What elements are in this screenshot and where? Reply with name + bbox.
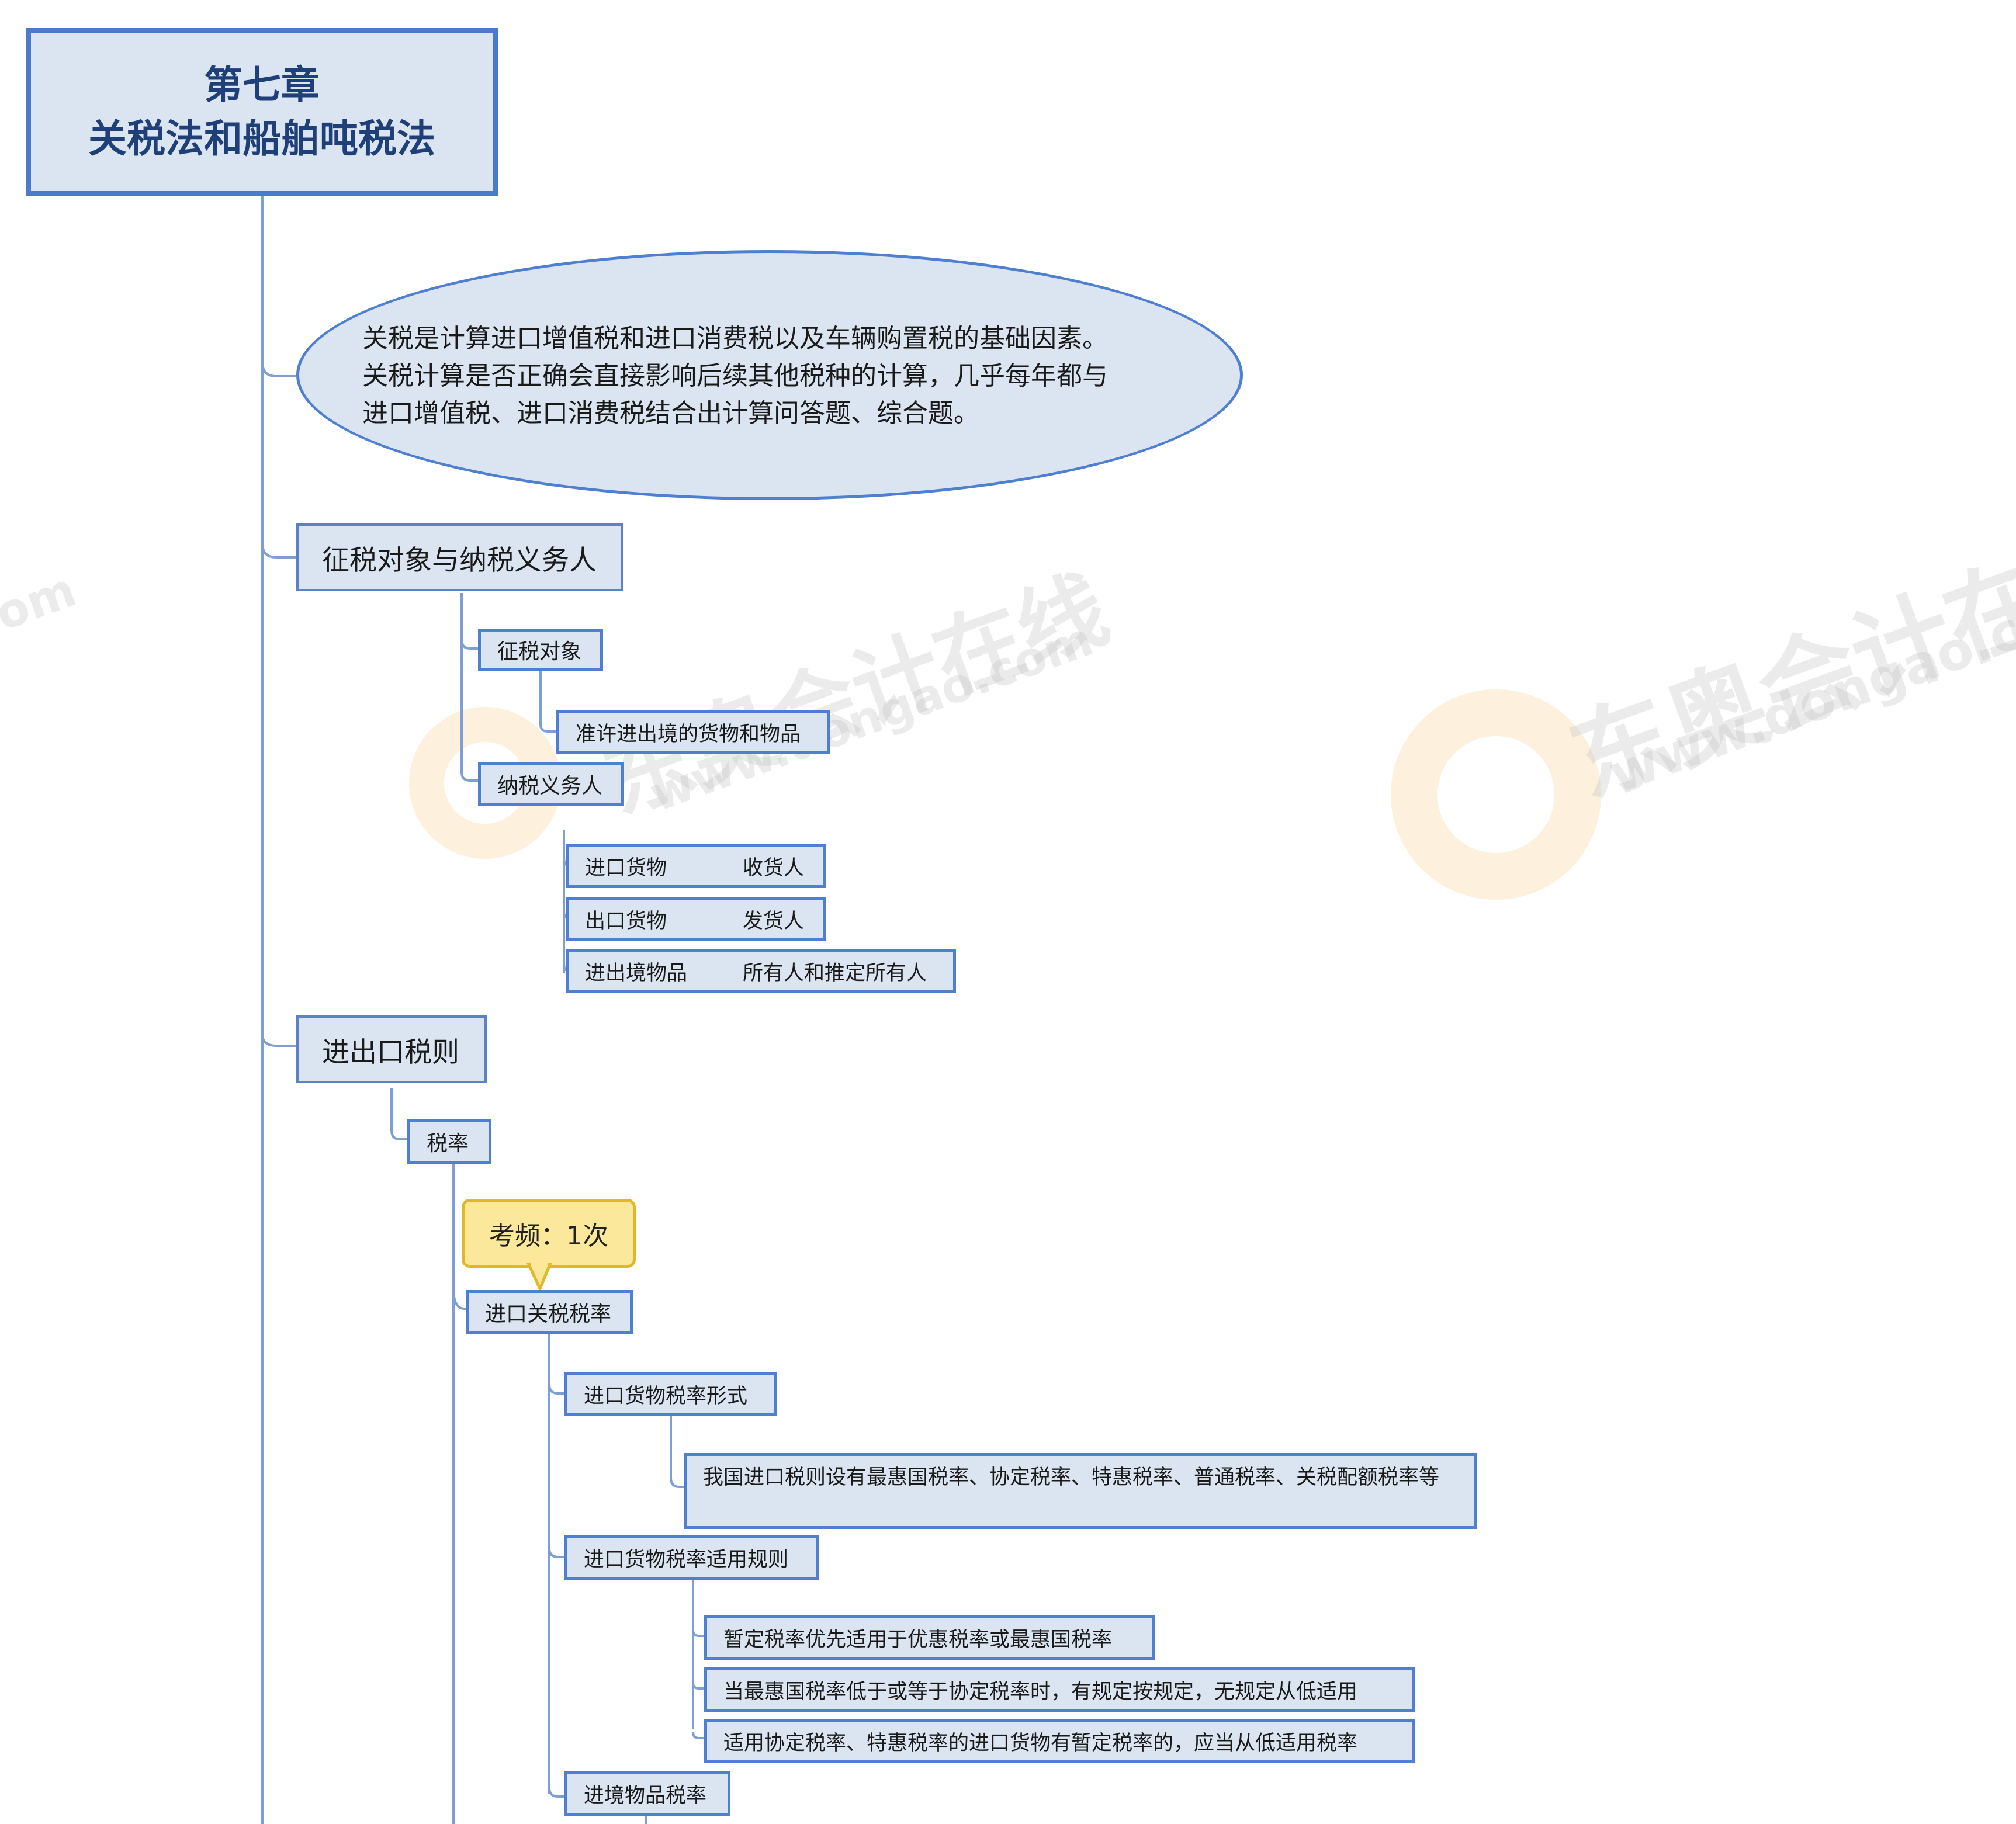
node-label: 进出口税则 bbox=[322, 1036, 459, 1069]
node-taxpayer-row[interactable]: 进出境物品 所有人和推定所有人 bbox=[566, 949, 956, 993]
root-node[interactable]: 第七章 关税法和船舶吨税法 bbox=[26, 28, 498, 196]
section-tax-object-taxpayer[interactable]: 征税对象与纳税义务人 bbox=[296, 523, 623, 591]
node-label: 适用协定税率、特惠税率的进口货物有暂定税率的，应当从低适用税率 bbox=[723, 1731, 1358, 1755]
root-title-line2: 关税法和船舶吨税法 bbox=[88, 116, 435, 161]
row-person: 发货人 bbox=[743, 909, 805, 933]
node-rule-item[interactable]: 适用协定税率、特惠税率的进口货物有暂定税率的，应当从低适用税率 bbox=[704, 1719, 1415, 1763]
node-rate-form-detail[interactable]: 我国进口税则设有最惠国税率、协定税率、特惠税率、普通税率、关税配额税率等 bbox=[684, 1453, 1477, 1529]
node-label: 进境物品税率 bbox=[584, 1784, 707, 1808]
row-item: 进出境物品 bbox=[585, 961, 688, 985]
node-label: 当最惠国税率低于或等于协定税率时，有规定按规定，无规定从低适用 bbox=[723, 1680, 1358, 1704]
node-import-tariff-rate[interactable]: 进口关税税率 bbox=[466, 1290, 633, 1334]
node-rule-item[interactable]: 暂定税率优先适用于优惠税率或最惠国税率 bbox=[704, 1615, 1155, 1660]
node-label: 我国进口税则设有最惠国税率、协定税率、特惠税率、普通税率、关税配额税率等 bbox=[703, 1466, 1440, 1489]
row-person: 收货人 bbox=[743, 856, 805, 880]
summary-line: 进口增值税、进口消费税结合出计算问答题、综合题。 bbox=[362, 398, 979, 428]
node-label: 征税对象与纳税义务人 bbox=[322, 544, 597, 577]
row-item: 出口货物 bbox=[585, 909, 667, 933]
summary-line: 关税计算是否正确会直接影响后续其他税种的计算，几乎每年都与 bbox=[362, 361, 1108, 391]
node-tax-object[interactable]: 征税对象 bbox=[478, 629, 603, 671]
node-taxpayer-row[interactable]: 进口货物 收货人 bbox=[566, 844, 826, 888]
summary-line: 关税是计算进口增值税和进口消费税以及车辆购置税的基础因素。 bbox=[362, 324, 1108, 353]
root-title-line1: 第七章 bbox=[204, 63, 320, 108]
row-item: 进口货物 bbox=[585, 856, 667, 880]
section-tariff-schedule[interactable]: 进出口税则 bbox=[296, 1015, 487, 1083]
node-label: 暂定税率优先适用于优惠税率或最惠国税率 bbox=[723, 1628, 1113, 1652]
node-rate-form[interactable]: 进口货物税率形式 bbox=[564, 1372, 777, 1416]
node-tax-rate[interactable]: 税率 bbox=[407, 1119, 491, 1164]
node-label: 纳税义务人 bbox=[497, 774, 603, 798]
callout-label: 考频：1次 bbox=[489, 1221, 608, 1251]
callout-tail-icon bbox=[526, 1263, 552, 1291]
summary-text: 关税是计算进口增值税和进口消费税以及车辆购置税的基础因素。 关税计算是否正确会直… bbox=[362, 320, 1108, 432]
frequency-callout: 考频：1次 bbox=[462, 1199, 636, 1268]
node-label: 征税对象 bbox=[497, 640, 582, 664]
node-tax-object-detail[interactable]: 准许进出境的货物和物品 bbox=[556, 710, 830, 754]
node-label: 税率 bbox=[427, 1132, 469, 1156]
node-taxpayer-row[interactable]: 出口货物 发货人 bbox=[566, 897, 826, 941]
summary-oval[interactable] bbox=[296, 250, 1243, 500]
node-label: 进口货物税率适用规则 bbox=[584, 1548, 789, 1572]
node-rate-rules[interactable]: 进口货物税率适用规则 bbox=[564, 1535, 819, 1580]
node-label: 进口货物税率形式 bbox=[584, 1384, 748, 1408]
node-taxpayer[interactable]: 纳税义务人 bbox=[478, 762, 624, 806]
row-person: 所有人和推定所有人 bbox=[743, 961, 927, 985]
node-label: 进口关税税率 bbox=[485, 1302, 612, 1326]
node-rule-item[interactable]: 当最惠国税率低于或等于协定税率时，有规定按规定，无规定从低适用 bbox=[704, 1667, 1415, 1712]
node-label: 准许进出境的货物和物品 bbox=[576, 722, 801, 746]
node-inbound-goods-rate[interactable]: 进境物品税率 bbox=[564, 1771, 730, 1816]
